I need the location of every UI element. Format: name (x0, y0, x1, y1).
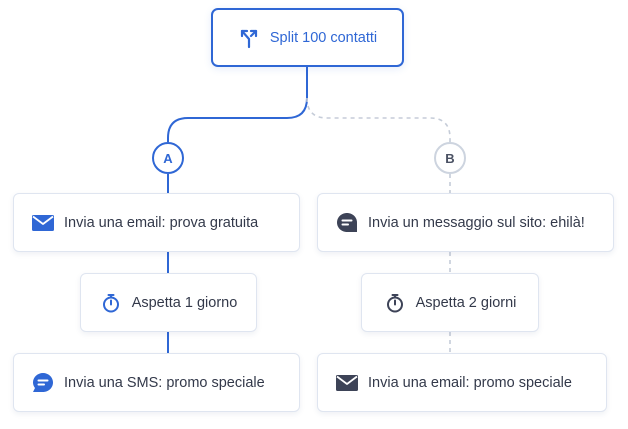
branch-a-step-sms-label: Invia una SMS: promo speciale (64, 374, 265, 391)
connector-split-to-a (167, 67, 308, 142)
branch-a-step-wait[interactable]: Aspetta 1 giorno (80, 273, 257, 332)
envelope-icon (336, 372, 358, 394)
stopwatch-icon (384, 292, 406, 314)
branch-b-step-site-message[interactable]: Invia un messaggio sul sito: ehilà! (317, 193, 614, 252)
branch-b-step-site-message-label: Invia un messaggio sul sito: ehilà! (368, 214, 585, 231)
split-node[interactable]: Split 100 contatti (211, 8, 404, 67)
branch-b-step-wait[interactable]: Aspetta 2 giorni (361, 273, 539, 332)
branch-b-step-email[interactable]: Invia una email: promo speciale (317, 353, 607, 412)
branch-a-step-email[interactable]: Invia una email: prova gratuita (13, 193, 300, 252)
branch-a-step-wait-label: Aspetta 1 giorno (131, 294, 238, 311)
branch-a-step-sms[interactable]: Invia una SMS: promo speciale (13, 353, 300, 412)
envelope-icon (32, 212, 54, 234)
sms-chat-icon (32, 372, 54, 394)
site-chat-icon (336, 212, 358, 234)
branch-b-step-email-label: Invia una email: promo speciale (368, 374, 572, 391)
split-label: Split 100 contatti (269, 29, 378, 46)
split-arrows-icon (238, 27, 260, 49)
branch-a-badge[interactable]: A (152, 142, 184, 174)
branch-b-badge[interactable]: B (434, 142, 466, 174)
branch-b-step-wait-label: Aspetta 2 giorni (415, 294, 517, 311)
stopwatch-icon (100, 292, 122, 314)
connector-split-to-b (306, 97, 451, 142)
branch-a-step-email-label: Invia una email: prova gratuita (64, 214, 259, 231)
